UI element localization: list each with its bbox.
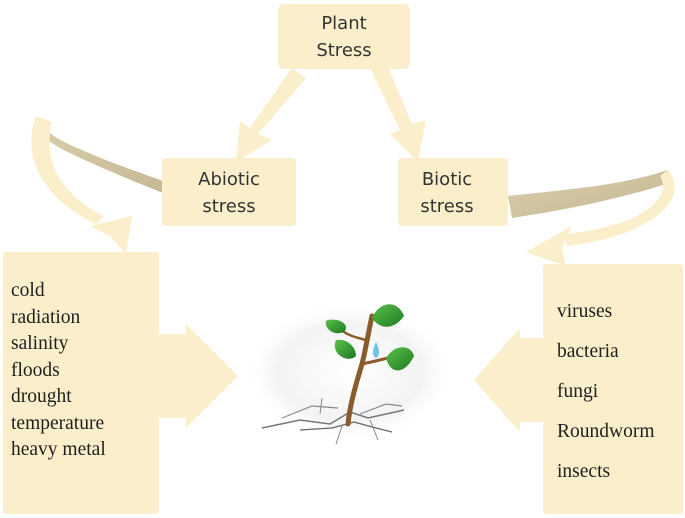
arrow-abiotic-to-plant — [158, 324, 238, 428]
arrow-root-to-biotic — [370, 62, 426, 162]
list-item: floods — [11, 359, 60, 381]
arrow-biotic-to-plant — [474, 328, 544, 432]
biotic-stress-box: Biotic stress — [398, 158, 508, 226]
plant-stress-box: Plant Stress — [278, 4, 410, 69]
plant-stress-label: Plant Stress — [316, 13, 372, 61]
list-item: cold — [11, 280, 45, 301]
list-item: insects — [557, 461, 611, 482]
curved-arrow-right-icon — [508, 170, 675, 266]
list-item: heavy metal — [11, 439, 106, 460]
list-item: radiation — [11, 306, 81, 328]
biotic-stress-label: Biotic stress — [420, 169, 474, 217]
list-item: viruses — [557, 301, 613, 322]
list-item: fungi — [557, 381, 599, 402]
plant-seedling-icon — [246, 302, 454, 445]
abiotic-factors-list: cold radiation salinity floods drought t… — [11, 278, 106, 464]
biotic-factors-list: viruses bacteria fungi Roundworm insects — [557, 292, 655, 492]
arrow-root-to-abiotic — [236, 68, 306, 162]
list-item: drought — [11, 386, 72, 407]
list-item: salinity — [11, 333, 69, 354]
abiotic-stress-box: Abiotic stress — [162, 158, 296, 226]
biotic-factors-box: viruses bacteria fungi Roundworm insects — [543, 264, 683, 514]
list-item: bacteria — [557, 341, 619, 362]
curved-arrow-left-icon — [31, 116, 182, 254]
list-item: temperature — [11, 412, 105, 434]
abiotic-factors-box: cold radiation salinity floods drought t… — [3, 252, 159, 514]
list-item: Roundworm — [557, 421, 655, 442]
abiotic-stress-label: Abiotic stress — [198, 169, 260, 217]
